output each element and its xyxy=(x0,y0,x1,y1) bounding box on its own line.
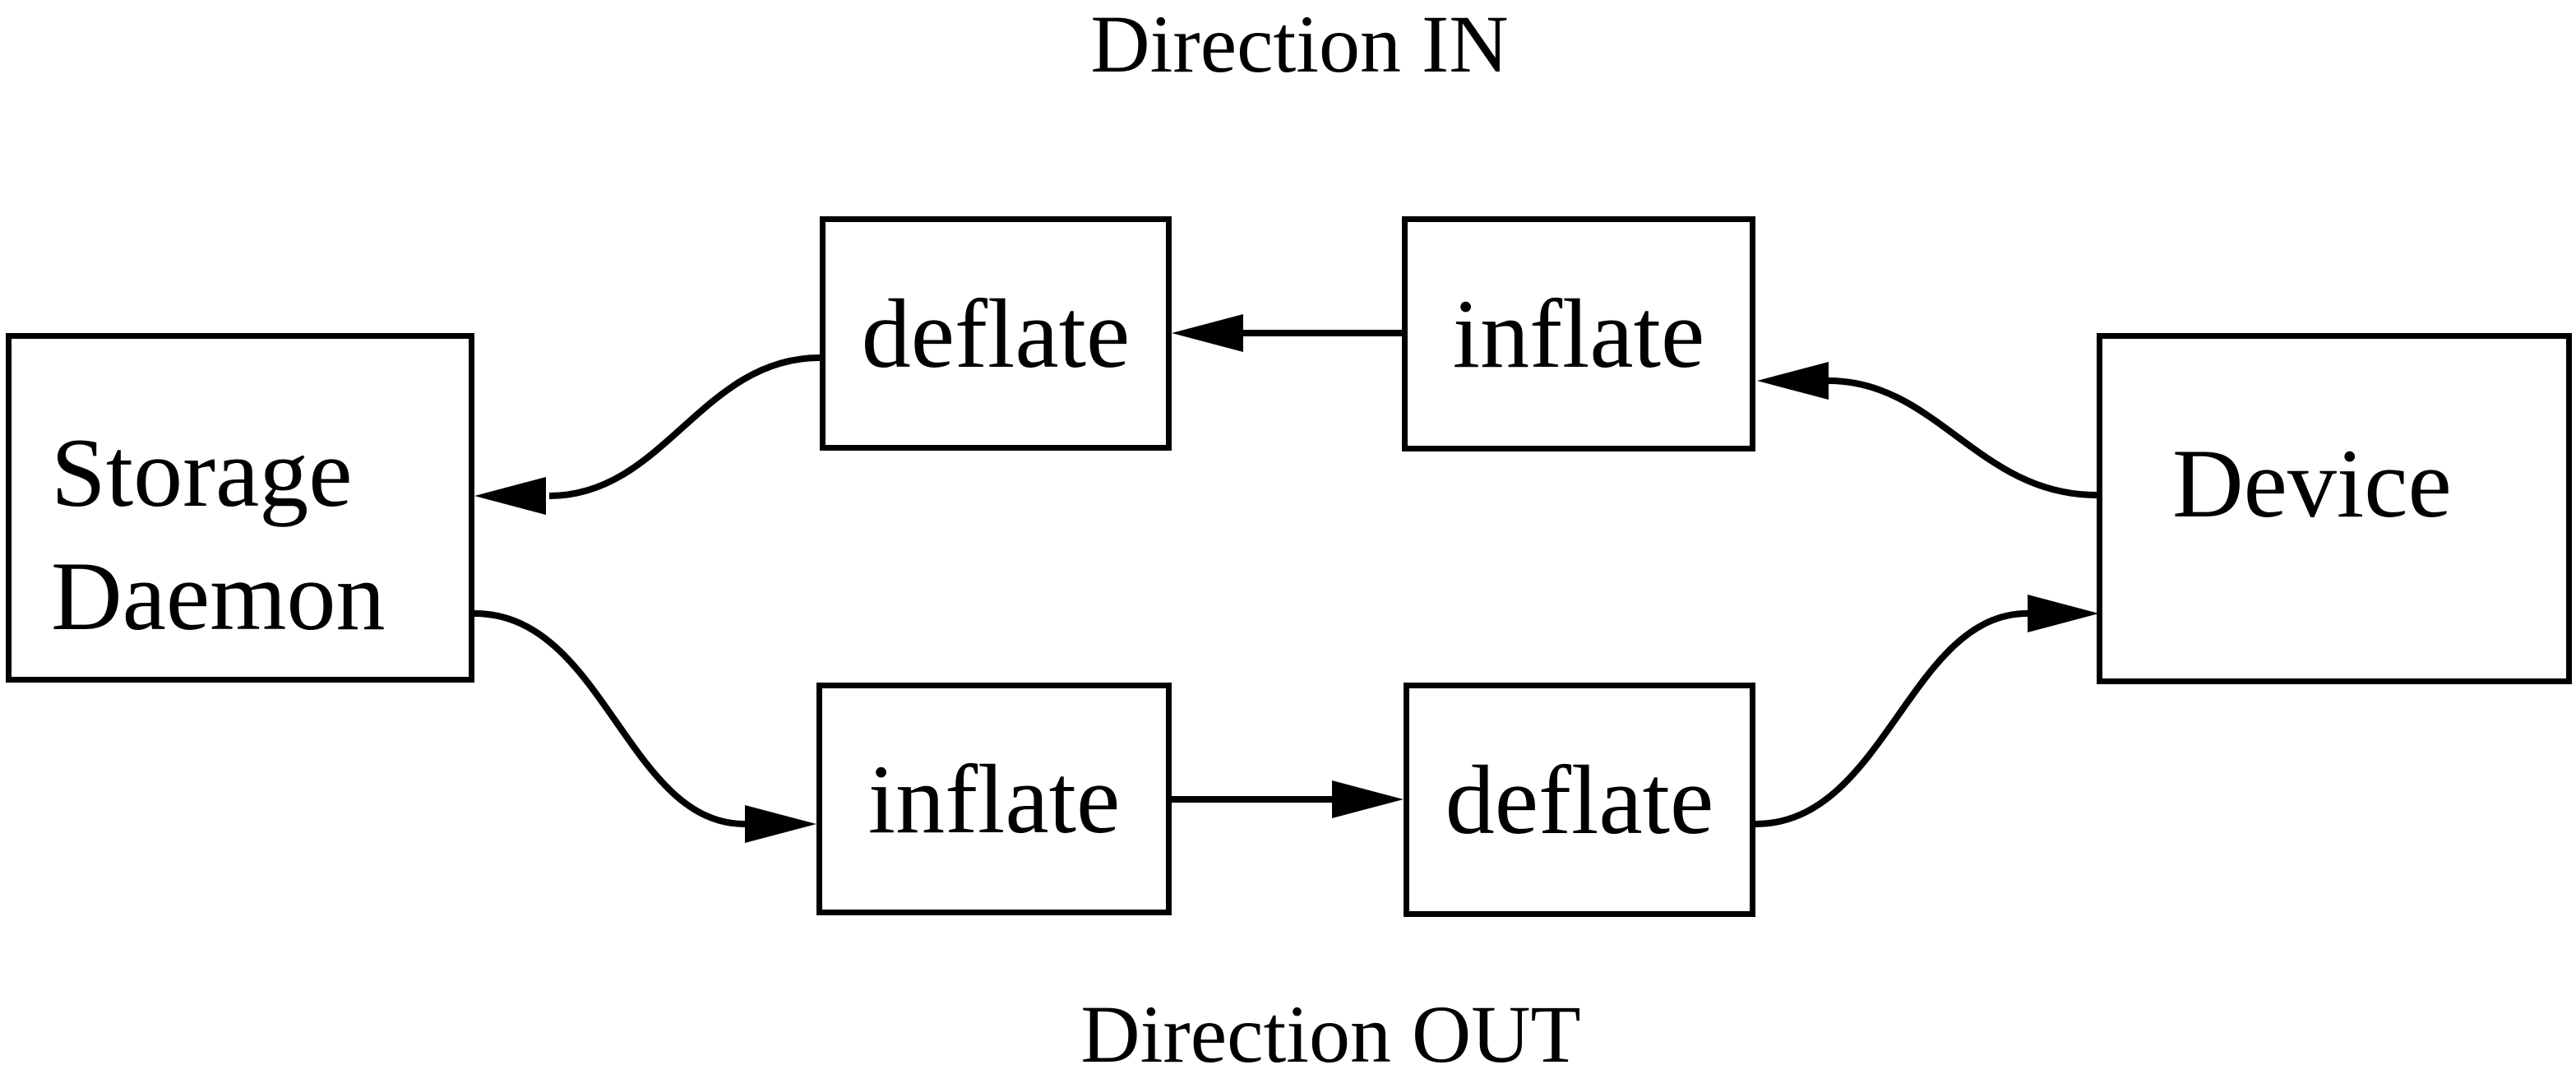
edge-out-inflate-to-deflate xyxy=(1172,780,1404,818)
title-direction-out: Direction OUT xyxy=(1080,988,1581,1080)
edge-in-deflate-to-storage xyxy=(474,354,821,515)
arrowhead-left-icon xyxy=(474,477,546,515)
title-direction-in: Direction IN xyxy=(1090,0,1509,90)
node-storage-daemon: Storage Daemon xyxy=(6,333,474,683)
node-device: Device xyxy=(2097,333,2572,684)
edge-in-device-to-inflate xyxy=(1757,362,2097,498)
arrowhead-right-icon xyxy=(2028,595,2099,632)
storage-daemon-label: Storage Daemon xyxy=(51,411,386,658)
edge-out-storage-to-inflate xyxy=(474,610,816,843)
deflate-out-label: deflate xyxy=(1445,744,1714,854)
node-deflate-out: deflate xyxy=(1404,683,1755,917)
storage-daemon-label-line2: Daemon xyxy=(51,541,386,650)
arrowhead-right-icon xyxy=(1332,780,1404,818)
storage-daemon-label-line1: Storage xyxy=(51,418,353,527)
inflate-in-label: inflate xyxy=(1452,279,1705,388)
inflate-out-label: inflate xyxy=(867,743,1121,854)
arrowhead-right-icon xyxy=(745,805,816,843)
edge-out-deflate-to-device xyxy=(1755,595,2099,827)
node-inflate-out: inflate xyxy=(816,683,1172,915)
arrowhead-left-icon xyxy=(1757,362,1829,400)
arrowhead-left-icon xyxy=(1172,314,1243,352)
node-inflate-in: inflate xyxy=(1402,216,1755,451)
device-label: Device xyxy=(2172,428,2452,538)
deflate-in-label: deflate xyxy=(861,278,1131,388)
node-deflate-in: deflate xyxy=(820,216,1172,451)
edge-in-inflate-to-deflate xyxy=(1172,314,1402,352)
